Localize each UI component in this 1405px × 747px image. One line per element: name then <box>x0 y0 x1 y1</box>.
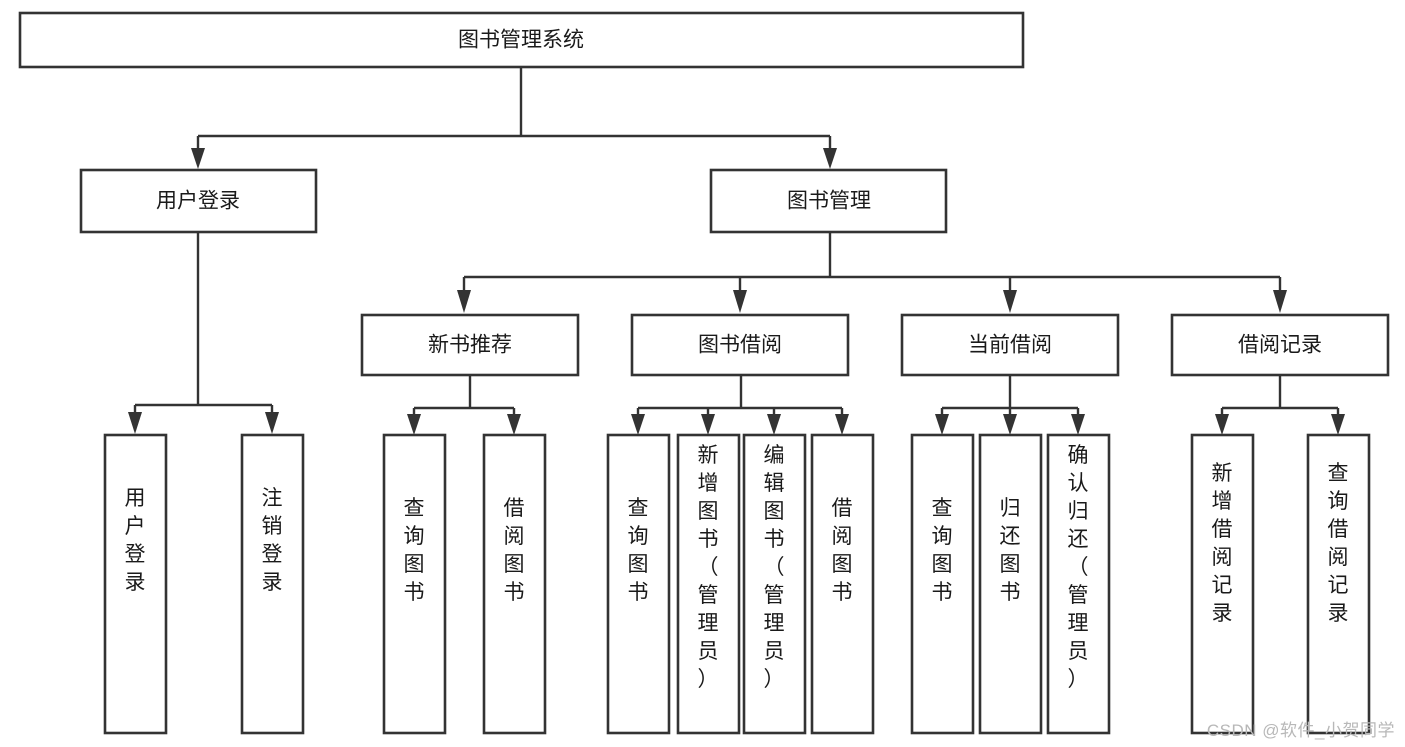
node-leaf-records-query-label: 查询借阅记录 <box>1328 462 1349 625</box>
arrow-records-leaf-2 <box>1331 414 1345 435</box>
node-leaf-user-logout[interactable]: 注销登录 <box>240 433 305 735</box>
node-book-management[interactable]: 图书管理 <box>709 168 948 234</box>
node-leaf-user-login-label: 用户登录 <box>125 487 146 594</box>
node-leaf-records-add-label: 新增借阅记录 <box>1212 462 1233 625</box>
node-user-login-label: 用户登录 <box>156 190 240 213</box>
node-leaf-current-confirm[interactable]: 确认归还（管理员） <box>1046 433 1111 735</box>
arrow-borrow-leaf-2 <box>701 414 715 435</box>
arrow-current-leaf-2 <box>1003 414 1017 435</box>
node-leaf-current-query[interactable]: 查询图书 <box>910 433 975 735</box>
node-leaf-records-query[interactable]: 查询借阅记录 <box>1306 433 1371 735</box>
node-leaf-newbook-query[interactable]: 查询图书 <box>382 433 447 735</box>
arrow-newbook-leaf-1 <box>407 414 421 435</box>
node-leaf-borrow-edit[interactable]: 编辑图书（管理员） <box>742 433 807 735</box>
connector-layer <box>128 67 1345 435</box>
node-borrow-records[interactable]: 借阅记录 <box>1170 313 1390 377</box>
node-leaf-current-return[interactable]: 归还图书 <box>978 433 1043 735</box>
node-user-login[interactable]: 用户登录 <box>79 168 318 234</box>
node-leaf-borrow-edit-label: 编辑图书（管理员） <box>764 444 785 691</box>
node-leaf-borrow-lend-label: 借阅图书 <box>832 497 853 604</box>
node-leaf-user-login[interactable]: 用户登录 <box>103 433 168 735</box>
arrow-bookmgmt-to-records <box>1273 290 1287 313</box>
node-leaf-borrow-query-label: 查询图书 <box>628 497 649 604</box>
node-leaf-current-return-label: 归还图书 <box>1000 497 1021 604</box>
node-leaf-current-confirm-label: 确认归还（管理员） <box>1068 444 1089 691</box>
node-leaf-borrow-add[interactable]: 新增图书（管理员） <box>676 433 741 735</box>
arrow-borrow-leaf-4 <box>835 414 849 435</box>
arrow-bookmgmt-to-current <box>1003 290 1017 313</box>
node-leaf-newbook-borrow[interactable]: 借阅图书 <box>482 433 547 735</box>
arrow-borrow-leaf-1 <box>631 414 645 435</box>
node-book-borrow[interactable]: 图书借阅 <box>630 313 850 377</box>
arrow-bookmgmt-to-newbook <box>457 290 471 313</box>
node-current-borrow-label: 当前借阅 <box>968 334 1052 357</box>
arrow-root-to-login <box>191 148 205 169</box>
arrow-records-leaf-1 <box>1215 414 1229 435</box>
arrow-borrow-leaf-3 <box>767 414 781 435</box>
node-leaf-borrow-add-label: 新增图书（管理员） <box>698 444 719 691</box>
arrow-root-to-bookmgmt <box>823 148 837 169</box>
arrow-login-leaf-1 <box>128 412 142 434</box>
node-leaf-user-logout-label: 注销登录 <box>262 487 283 594</box>
node-leaf-current-query-label: 查询图书 <box>932 497 953 604</box>
arrow-bookmgmt-to-borrow <box>733 290 747 313</box>
node-new-book-recommend[interactable]: 新书推荐 <box>360 313 580 377</box>
node-leaf-newbook-query-label: 查询图书 <box>404 497 425 604</box>
node-leaf-newbook-borrow-label: 借阅图书 <box>504 497 525 604</box>
node-root-label: 图书管理系统 <box>458 29 584 52</box>
node-new-book-recommend-label: 新书推荐 <box>428 334 512 357</box>
arrow-newbook-leaf-2 <box>507 414 521 435</box>
node-book-borrow-label: 图书借阅 <box>698 334 782 357</box>
node-root[interactable]: 图书管理系统 <box>18 11 1025 69</box>
node-leaf-records-add[interactable]: 新增借阅记录 <box>1190 433 1255 735</box>
node-book-management-label: 图书管理 <box>787 190 871 213</box>
arrow-current-leaf-3 <box>1071 414 1085 435</box>
node-borrow-records-label: 借阅记录 <box>1238 334 1322 357</box>
arrow-login-leaf-2 <box>265 412 279 434</box>
node-leaf-borrow-query[interactable]: 查询图书 <box>606 433 671 735</box>
node-leaf-borrow-lend[interactable]: 借阅图书 <box>810 433 875 735</box>
node-current-borrow[interactable]: 当前借阅 <box>900 313 1120 377</box>
arrow-current-leaf-1 <box>935 414 949 435</box>
